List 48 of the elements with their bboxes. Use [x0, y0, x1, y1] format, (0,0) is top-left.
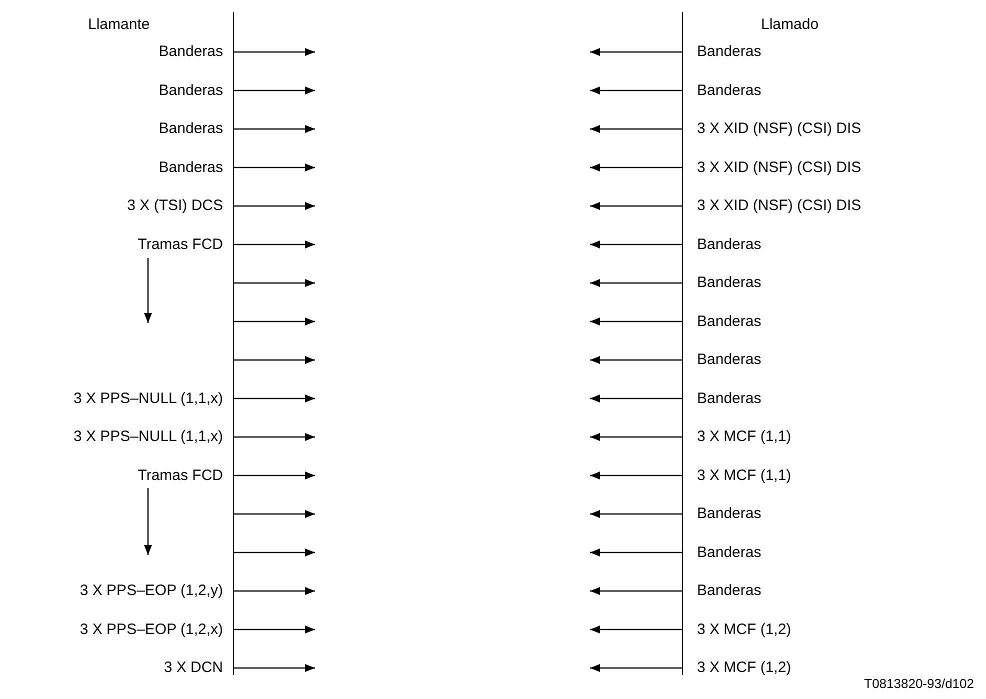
message-arrow	[590, 626, 683, 634]
message-arrow	[234, 433, 315, 441]
message-arrow	[590, 587, 683, 595]
message-arrow	[234, 86, 315, 94]
edge-label: 3 X XID (NSF) (CSI) DIS	[697, 197, 862, 215]
message-arrow	[234, 164, 315, 172]
message-arrow	[590, 318, 683, 326]
message-arrow	[590, 279, 683, 287]
message-arrow	[234, 510, 315, 518]
message-arrow	[590, 664, 683, 672]
message-arrow	[234, 587, 315, 595]
message-arrow	[590, 202, 683, 210]
message-arrow	[590, 394, 683, 402]
message-arrow	[234, 240, 315, 248]
message-arrow	[590, 433, 683, 441]
edge-label: 3 X MCF (1,1)	[697, 466, 792, 484]
lifeline-heading: Llamado	[761, 16, 819, 34]
message-arrow	[234, 125, 315, 133]
message-arrow	[590, 356, 683, 364]
message-arrow	[590, 240, 683, 248]
message-arrow	[234, 472, 315, 480]
message-arrow	[234, 318, 315, 326]
edge-label: 3 X XID (NSF) (CSI) DIS	[697, 120, 862, 138]
message-arrow	[234, 48, 315, 56]
edge-label: 3 X PPS–EOP (1,2,y)	[80, 582, 223, 600]
message-arrow	[590, 125, 683, 133]
message-arrow	[234, 548, 315, 556]
edge-label: 3 X PPS–EOP (1,2,x)	[80, 620, 223, 638]
edge-label: 3 X PPS–NULL (1,1,x)	[73, 390, 223, 408]
message-arrow	[234, 664, 315, 672]
message-arrow	[234, 356, 315, 364]
message-arrow	[234, 626, 315, 634]
edge-label: 3 X MCF (1,2)	[697, 659, 792, 677]
edge-label: 3 X MCF (1,1)	[697, 428, 792, 446]
edge-label: 3 X PPS–NULL (1,1,x)	[73, 428, 223, 446]
message-arrow	[590, 86, 683, 94]
edge-label: 3 X XID (NSF) (CSI) DIS	[697, 158, 862, 176]
lifeline-heading: Llamante	[88, 16, 150, 34]
message-arrow	[590, 510, 683, 518]
message-arrow	[234, 279, 315, 287]
message-arrow	[234, 394, 315, 402]
message-arrow	[234, 202, 315, 210]
message-arrow	[590, 48, 683, 56]
edge-label: 3 X MCF (1,2)	[697, 620, 792, 638]
message-arrow	[590, 164, 683, 172]
message-arrow	[590, 548, 683, 556]
edge-label: 3 X (TSI) DCS	[127, 197, 223, 215]
message-arrow	[590, 472, 683, 480]
